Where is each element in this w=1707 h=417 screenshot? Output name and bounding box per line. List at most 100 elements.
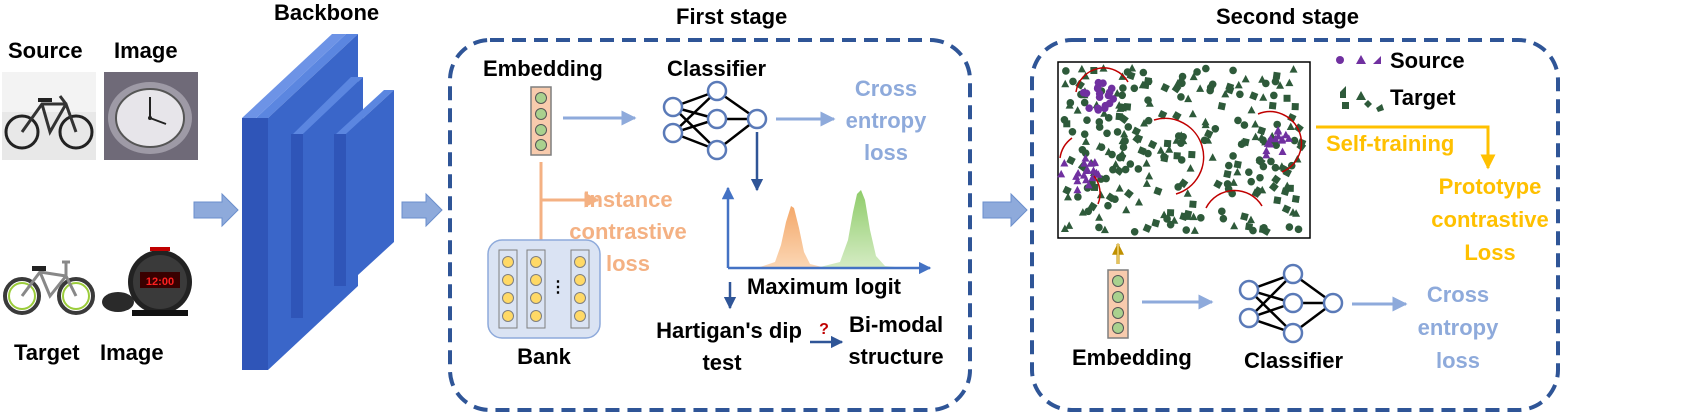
target-sample-marker (1111, 160, 1120, 168)
classifier-network-2 (1238, 263, 1344, 344)
target-sample-marker (1230, 221, 1239, 230)
backbone-label: Backbone (274, 0, 379, 25)
target-sample-marker (1119, 143, 1128, 152)
source-sample-marker (1101, 101, 1110, 110)
target-sample-marker (1218, 207, 1226, 216)
target-sample-marker (1062, 67, 1070, 75)
target-sample-marker (1078, 208, 1087, 216)
target-sample-marker (1211, 124, 1220, 133)
target-sample-marker (1183, 189, 1192, 197)
ce-loss-2-line2: entropy (1418, 315, 1499, 340)
target-sample-marker (1271, 174, 1282, 185)
target-sample-marker (1256, 173, 1264, 182)
target-sample-marker (1273, 196, 1282, 205)
target-sample-marker (1193, 68, 1201, 76)
target-sample-marker (1234, 80, 1243, 89)
target-sample-marker (1229, 66, 1237, 75)
target-sample-marker (1246, 215, 1255, 224)
memory-bank: ⋮ (487, 239, 601, 339)
target-sample-marker (1285, 78, 1294, 87)
target-sample-marker (1257, 133, 1266, 141)
hartigan-line2: test (702, 350, 742, 375)
target-sample-marker (1139, 68, 1148, 77)
hartigan-line1: Hartigan's dip (656, 318, 802, 343)
target-sample-marker (1197, 214, 1205, 222)
target-sample-marker (1223, 169, 1232, 179)
proto-loss-line2: contrastive (1431, 207, 1548, 232)
target-sample-marker (1233, 160, 1242, 169)
target-sample-marker (1100, 109, 1109, 117)
target-sample-marker (1166, 209, 1175, 217)
target-sample-marker (1095, 142, 1104, 150)
target-sample-marker (1144, 149, 1152, 158)
image-label-top: Image (114, 38, 178, 63)
source-sample-marker (1081, 154, 1090, 162)
source-sample-marker (1094, 106, 1103, 114)
target-sample-marker (1281, 204, 1292, 214)
source-clock-image (104, 72, 198, 160)
source-sample-marker (1074, 169, 1083, 177)
target-sample-marker (1241, 74, 1250, 83)
target-sample-marker (1134, 197, 1143, 206)
second-stage-frame (1030, 38, 1560, 412)
feature-scatter-plot (1057, 61, 1311, 239)
target-sample-marker (1144, 116, 1153, 125)
source-sample-marker (1107, 84, 1116, 93)
target-sample-marker (1156, 146, 1165, 154)
first-stage-title: First stage (676, 4, 787, 29)
bank-ellipsis: ⋮ (550, 279, 566, 296)
target-sample-marker (1196, 84, 1205, 92)
target-sample-marker (1142, 179, 1151, 187)
target-sample-marker (1142, 223, 1152, 233)
target-sample-marker (1096, 190, 1105, 199)
target-sample-marker (1068, 127, 1077, 136)
classifier-label-2: Classifier (1244, 348, 1343, 373)
scatter-legend (1336, 55, 1384, 112)
source-sample-marker (1080, 159, 1089, 167)
ce-loss-1-line3: loss (864, 140, 908, 165)
ce-loss-2-line3: loss (1436, 348, 1480, 373)
target-sample-marker (1069, 77, 1077, 86)
target-sample-marker (1251, 188, 1262, 198)
source-sample-marker (1266, 139, 1275, 148)
target-sample-marker (1140, 119, 1149, 127)
target-sample-marker (1271, 163, 1280, 172)
instance-loss-line3: loss (606, 251, 650, 276)
target-sample-marker (1134, 165, 1143, 173)
target-sample-marker (1113, 89, 1122, 97)
target-sample-marker (1267, 157, 1275, 166)
target-sample-marker (1126, 71, 1136, 81)
target-sample-marker (1260, 224, 1268, 232)
legend-source-label: Source (1390, 48, 1465, 73)
target-sample-marker (1147, 139, 1158, 150)
target-sample-marker (1102, 174, 1110, 183)
target-sample-marker (1208, 153, 1217, 161)
target-sample-marker (1151, 218, 1161, 228)
target-sample-marker (1268, 101, 1277, 110)
alarm-digits: 12:00 (146, 276, 174, 288)
target-sample-marker (1294, 225, 1303, 234)
target-sample-marker (1062, 185, 1072, 196)
target-sample-marker (1257, 126, 1267, 136)
target-sample-marker (1130, 227, 1139, 236)
target-sample-marker (1131, 126, 1142, 137)
target-sample-marker (1130, 84, 1139, 93)
target-sample-marker (1080, 98, 1089, 107)
target-bmx-image (3, 260, 95, 315)
target-sample-marker (1144, 96, 1152, 104)
target-sample-marker (1118, 91, 1127, 100)
source-sample-marker (1057, 169, 1066, 178)
target-sample-marker (1258, 75, 1267, 83)
target-sample-marker (1153, 186, 1163, 196)
target-sample-marker (1073, 106, 1082, 114)
target-sample-marker (1174, 183, 1182, 191)
target-sample-marker (1189, 72, 1198, 81)
target-sample-marker (1219, 214, 1228, 223)
target-sample-marker (1206, 86, 1214, 95)
target-sample-marker (1121, 165, 1130, 174)
second-stage-title: Second stage (1216, 4, 1359, 29)
ce-loss-1-line2: entropy (846, 108, 927, 133)
target-sample-marker (1223, 180, 1232, 188)
target-sample-marker (1283, 94, 1291, 102)
block-arrow-1 (193, 192, 239, 228)
